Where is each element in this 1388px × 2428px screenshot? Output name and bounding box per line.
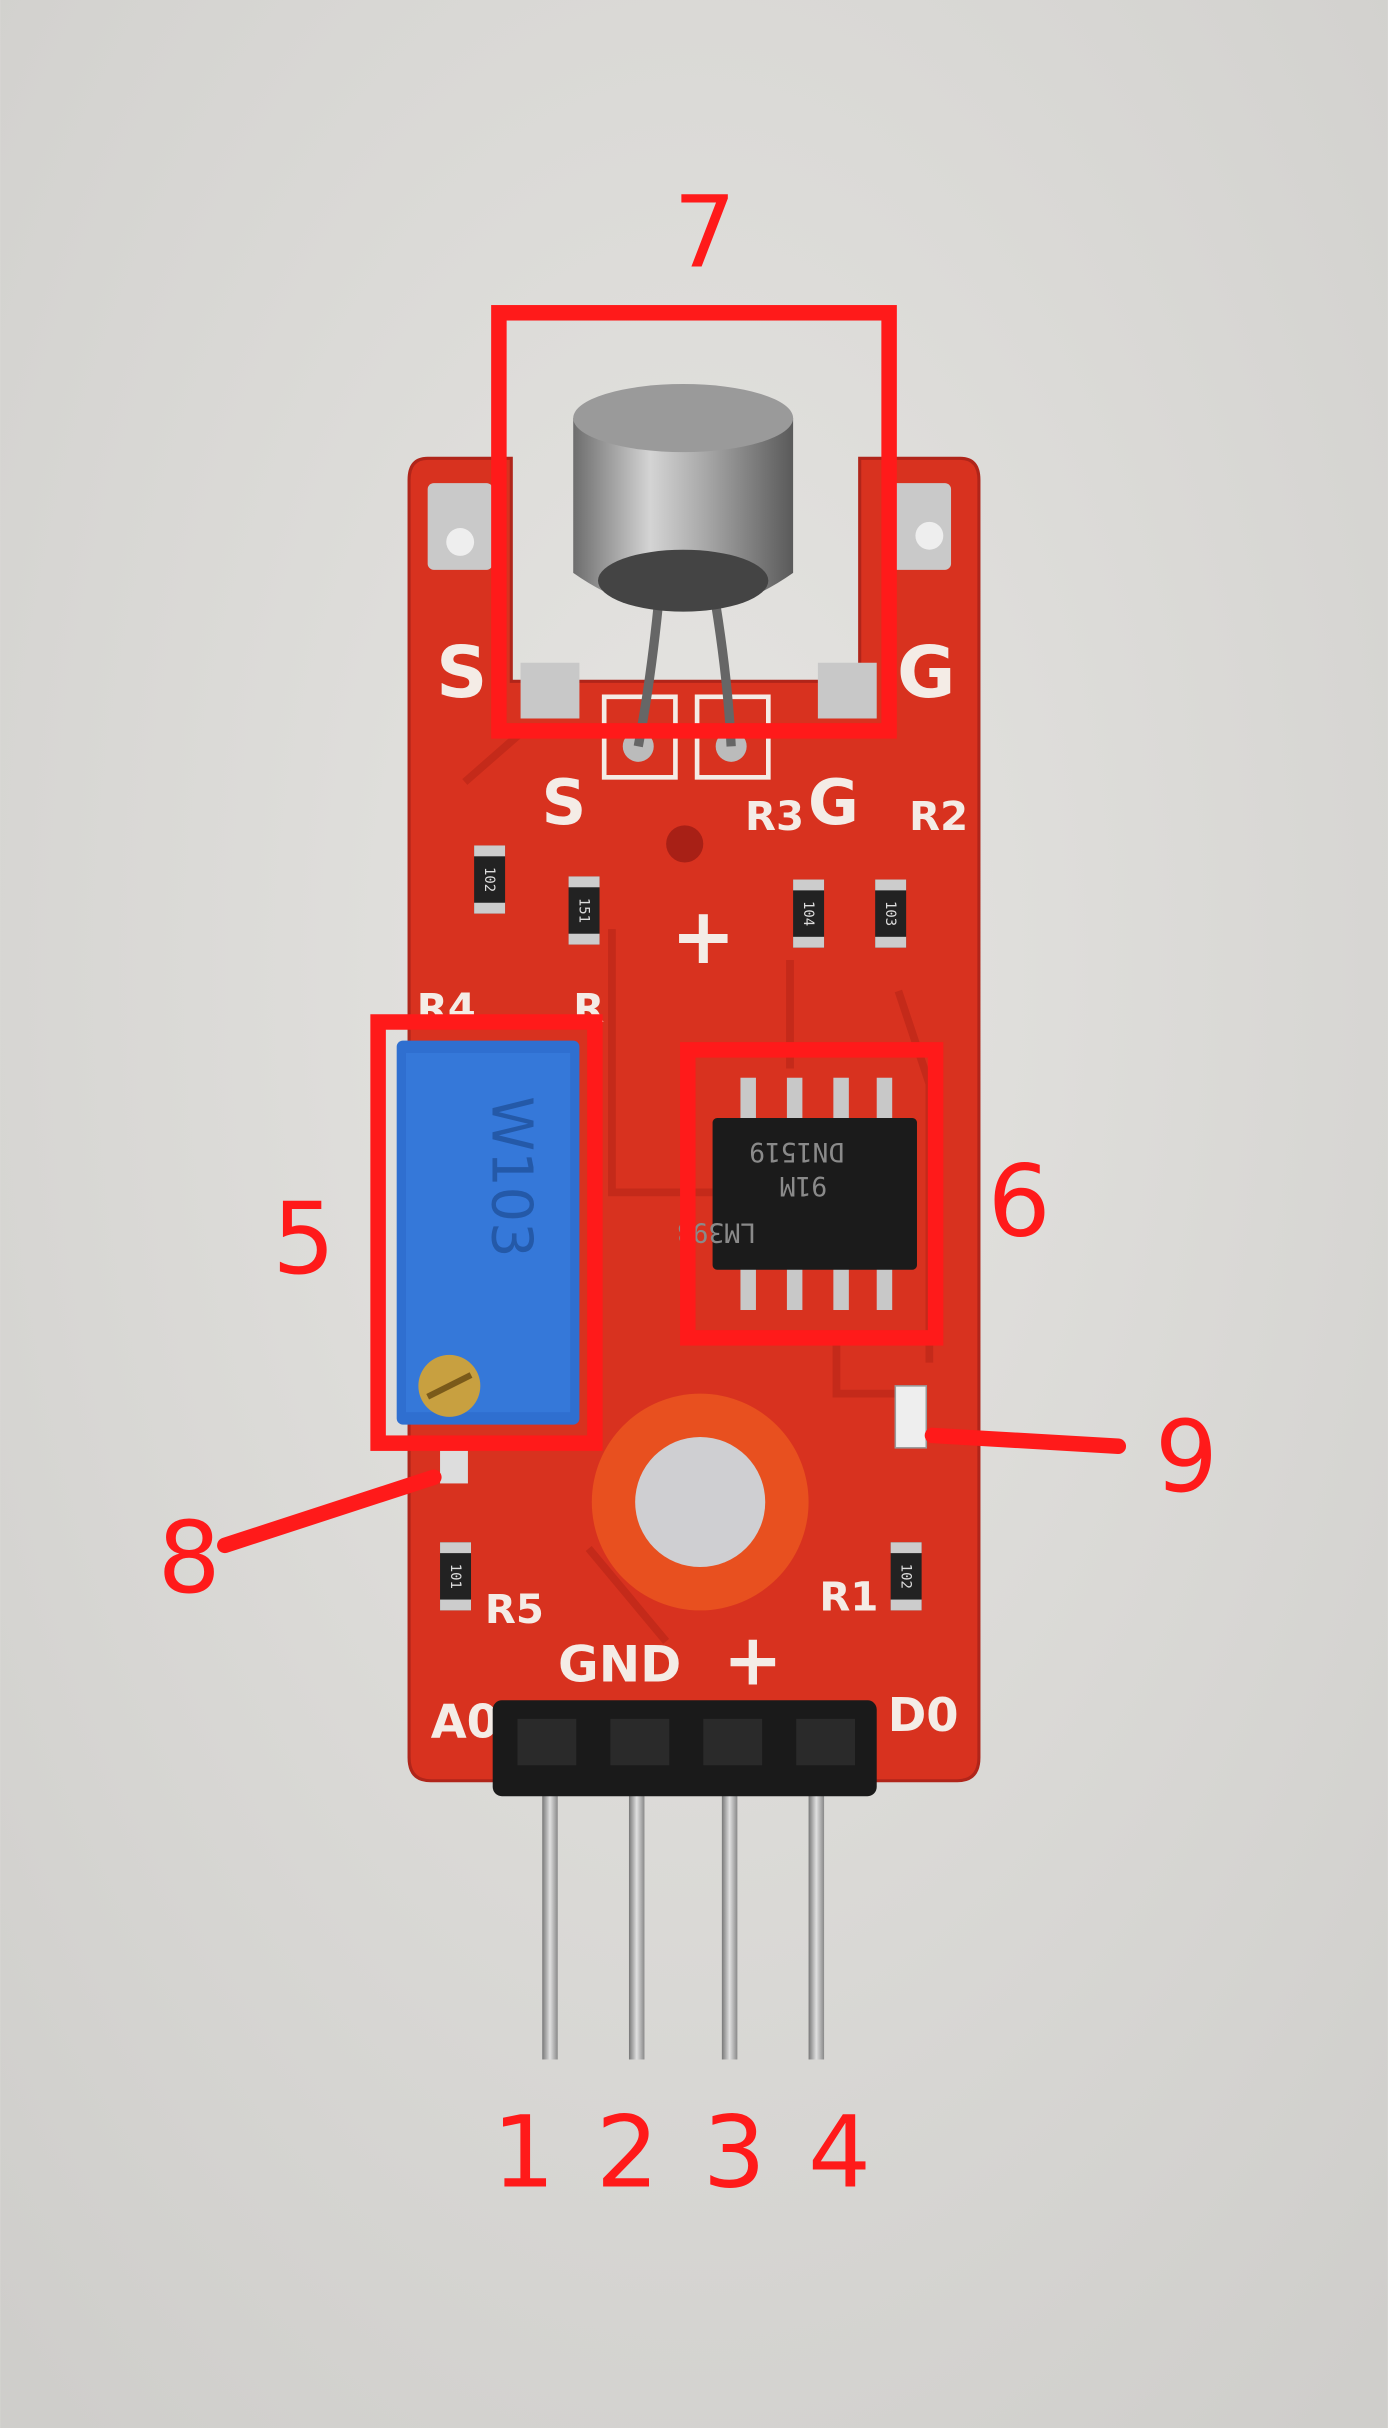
mounting-hole-left [427, 483, 493, 570]
silk-s: S [542, 767, 587, 839]
resistor-code: 102 [481, 867, 497, 892]
label-3: 3 [703, 2095, 766, 2210]
resistor-code: 151 [575, 898, 591, 923]
chip-marking: DN1519 [749, 1136, 844, 1166]
resistor-code: 102 [897, 1564, 913, 1589]
pointer-line-9 [924, 1427, 1127, 1455]
label-5: 5 [272, 1182, 335, 1297]
highlight-box-chip [680, 1042, 944, 1346]
silk-g: G [897, 631, 955, 714]
label-7: 7 [673, 175, 736, 290]
solder-pad [817, 662, 877, 719]
label-1: 1 [492, 2095, 555, 2210]
power-led [440, 1449, 468, 1484]
potentiometer: W103 [396, 1040, 580, 1425]
silk-gnd: GND [558, 1636, 681, 1694]
label-6: 6 [988, 1145, 1051, 1260]
resistor-code: 101 [447, 1564, 463, 1589]
resistor-code: 104 [800, 901, 816, 926]
chip-marking: 91M [780, 1170, 828, 1200]
pin-header [492, 1700, 877, 2060]
silk-d0: D0 [888, 1688, 959, 1742]
silk-r3: R3 [745, 794, 804, 840]
highlight-box-microphone [491, 305, 897, 739]
label-8: 8 [158, 1501, 221, 1616]
solder-pad [520, 662, 580, 719]
annotations: 7 5 6 8 9 1 2 3 4 [158, 175, 1218, 2210]
silk-a0: A0 [431, 1694, 499, 1748]
silk-plus: + [671, 892, 736, 982]
resistor-code: 103 [882, 901, 898, 926]
silk-g: G [808, 767, 859, 839]
label-4: 4 [808, 2095, 871, 2210]
status-led [894, 1385, 928, 1449]
pot-marking: W103 [479, 1096, 544, 1257]
label-9: 9 [1155, 1400, 1218, 1515]
label-2: 2 [596, 2095, 659, 2210]
silk-r1: R1 [819, 1574, 878, 1620]
silk-plus: + [723, 1619, 783, 1702]
mounting-hole-center-inner [635, 1436, 766, 1568]
silk-s: S [436, 631, 487, 714]
via [666, 825, 704, 863]
mounting-hole-right [886, 483, 952, 570]
smd-resistors: 102 151 104 103 101 102 [440, 845, 922, 1611]
highlight-box-potentiometer [370, 1014, 603, 1451]
silk-r5: R5 [485, 1587, 544, 1633]
pointer-line-8 [217, 1469, 442, 1554]
silk-r2: R2 [909, 794, 968, 840]
